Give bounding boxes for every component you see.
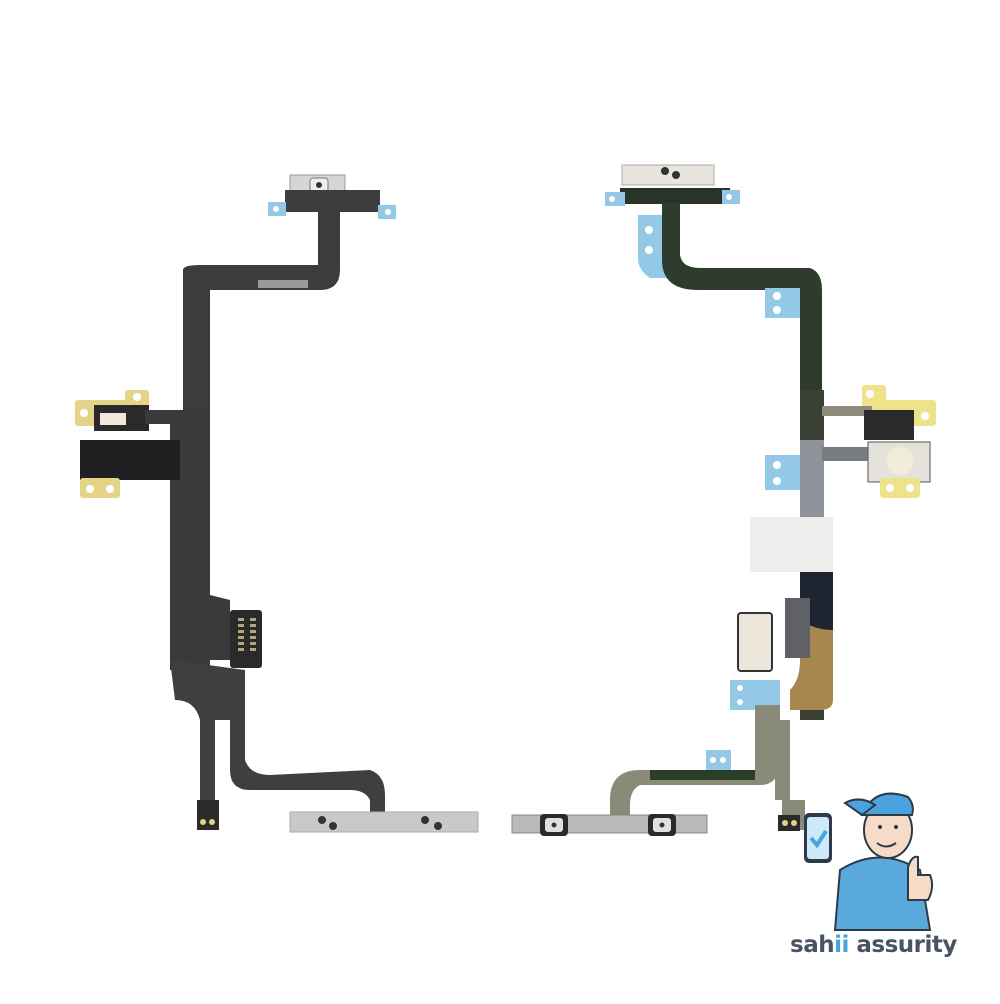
brand-logo-mascot bbox=[780, 775, 980, 975]
flex-cable-left bbox=[75, 174, 479, 833]
logo-text-highlight: ii bbox=[834, 932, 849, 958]
logo-text-part1: sah bbox=[790, 932, 835, 958]
logo-text-part2: assurity bbox=[848, 932, 957, 958]
technician-mascot-icon bbox=[804, 792, 934, 931]
flex-cable-right bbox=[511, 164, 936, 836]
brand-logo-text: sahii assurity bbox=[790, 932, 957, 958]
